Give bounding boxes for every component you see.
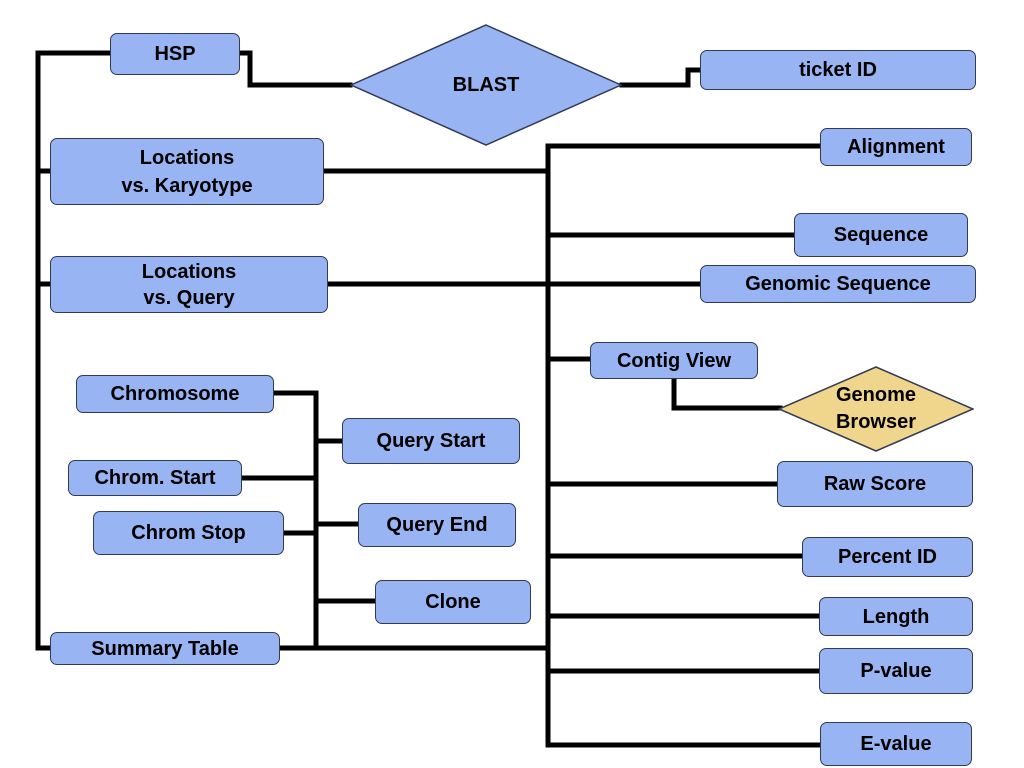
blast-diamond: BLAST — [350, 24, 622, 146]
genome-browser-label: Genome Browser — [836, 382, 916, 436]
p-value-box: P-value — [819, 648, 973, 694]
connector-hsp-blast — [237, 50, 353, 88]
chromosome-box: Chromosome — [76, 375, 274, 413]
genome-browser-line1: Genome — [835, 384, 917, 406]
raw-score-box: Raw Score — [777, 461, 973, 507]
percent-id-label: Percent ID — [838, 546, 937, 568]
chrom-stop-box: Chrom Stop — [93, 511, 284, 555]
hsp-box: HSP — [110, 33, 240, 75]
chromosome-label: Chromosome — [110, 383, 240, 405]
connector-contig-browser — [671, 375, 783, 411]
query-start-label: Query Start — [376, 430, 486, 452]
summary-table-box: Summary Table — [50, 632, 280, 665]
length-label: Length — [862, 605, 930, 628]
locations-karyotype-line1: Locations — [139, 146, 235, 169]
connector-blast-ticket — [619, 67, 703, 88]
chrom-start-label: Chrom. Start — [94, 467, 216, 489]
alignment-label: Alignment — [847, 136, 945, 158]
clone-label: Clone — [425, 591, 481, 613]
sequence-box: Sequence — [794, 213, 968, 257]
genome-browser-diamond: Genome Browser — [778, 366, 974, 452]
ticket-id-label: ticket ID — [799, 59, 877, 81]
left-spine-line — [35, 50, 113, 651]
hsp-label: HSP — [154, 43, 196, 65]
locations-karyotype-box: Locations vs. Karyotype — [50, 138, 324, 205]
genomic-sequence-label: Genomic Sequence — [745, 273, 931, 295]
p-value-label: P-value — [860, 660, 932, 682]
genome-browser-line2: Browser — [835, 411, 917, 433]
locations-query-line2: vs. Query — [143, 286, 235, 309]
contig-view-box: Contig View — [590, 342, 758, 379]
query-start-box: Query Start — [342, 418, 520, 464]
clone-box: Clone — [375, 580, 531, 624]
alignment-box: Alignment — [820, 128, 972, 166]
query-end-box: Query End — [358, 503, 516, 547]
percent-id-box: Percent ID — [802, 537, 973, 577]
blast-label: BLAST — [452, 73, 520, 96]
raw-score-label: Raw Score — [823, 473, 927, 495]
genomic-sequence-box: Genomic Sequence — [700, 265, 976, 303]
chrom-start-box: Chrom. Start — [68, 460, 242, 496]
ticket-id-box: ticket ID — [700, 50, 976, 90]
length-box: Length — [819, 597, 973, 636]
summary-branch-spine — [271, 390, 319, 651]
contig-view-label: Contig View — [616, 349, 732, 372]
query-end-label: Query End — [386, 514, 488, 536]
locations-query-box: Locations vs. Query — [50, 256, 328, 313]
locations-query-line1: Locations — [141, 260, 237, 283]
right-bus-line — [545, 143, 823, 748]
blast-diamond-shape — [350, 24, 622, 146]
e-value-box: E-value — [820, 722, 972, 766]
e-value-label: E-value — [860, 733, 932, 755]
chrom-stop-label: Chrom Stop — [131, 522, 246, 544]
summary-table-label: Summary Table — [91, 637, 239, 660]
genome-browser-diamond-shape — [778, 366, 974, 452]
locations-karyotype-line2: vs. Karyotype — [121, 174, 253, 197]
sequence-label: Sequence — [833, 224, 929, 246]
